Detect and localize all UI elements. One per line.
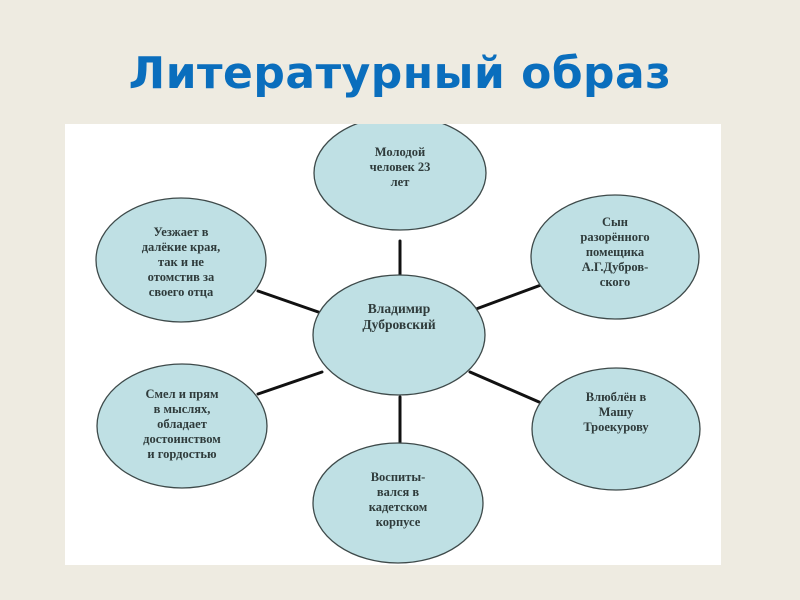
bottom-ellipse [312, 442, 484, 564]
node-top-left-label: Уезжает в далёкие края, так и не отомсти… [141, 224, 221, 299]
node-shapes [95, 124, 701, 564]
node-top-right-label: Сын разорённого помещика А.Г.Дубров- ско… [580, 214, 650, 289]
top-right-ellipse [530, 194, 700, 320]
connector-bottom-right [468, 370, 541, 404]
node-bottom-left-label: Смел и прям в мыслях, обладает достоинст… [143, 386, 221, 461]
node-top-label: Молодой человек 23 лет [369, 144, 431, 189]
connector-bottom-left [256, 370, 324, 396]
connector-top-left [256, 289, 326, 316]
top-ellipse [313, 124, 487, 231]
bottom-left-ellipse [96, 363, 268, 489]
center-ellipse [312, 274, 486, 396]
slide-title: Литературный образ [128, 48, 672, 99]
top-left-ellipse [95, 197, 267, 323]
center-node-label: Владимир Дубровский [362, 301, 436, 332]
connector-lines [256, 239, 543, 468]
connector-top-right [466, 283, 543, 314]
node-bottom-right-label: Влюблён в Машу Троекурову [583, 389, 649, 434]
mind-map-diagram: Владимир Дубровский Молодой человек 23 л… [65, 124, 721, 565]
node-bottom-label: Воспиты- вался в кадетском корпусе [368, 470, 428, 529]
bottom-right-ellipse [531, 367, 701, 491]
diagram-graphics [95, 124, 701, 564]
